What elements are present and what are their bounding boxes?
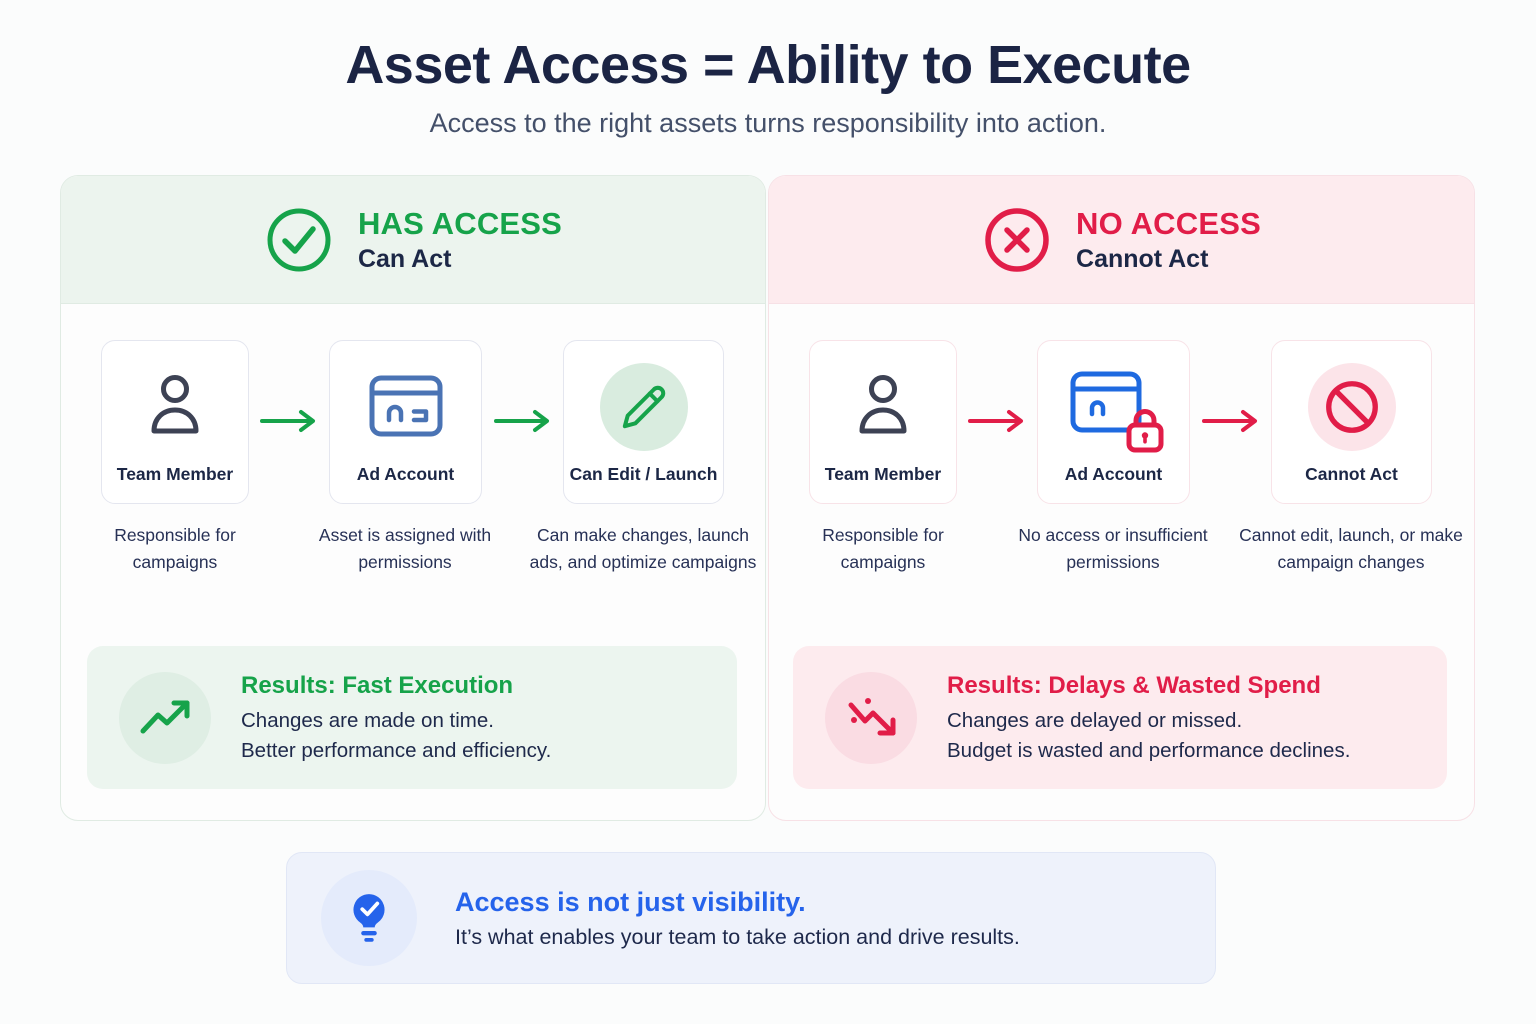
ad-account-icon xyxy=(364,341,448,464)
step-card-label: Team Member xyxy=(116,464,234,484)
step-card-cannot-act: Cannot Act xyxy=(1271,340,1432,504)
callout-title: Access is not just visibility. xyxy=(455,886,806,917)
step-description: No access or insufficient permissions xyxy=(1018,525,1208,573)
step-description: Cannot edit, launch, or make campaign ch… xyxy=(1239,525,1463,573)
result-line: Changes are made on time. xyxy=(241,709,494,732)
has-access-panel: HAS ACCESS Can Act Team Member xyxy=(60,175,766,821)
no-access-title: NO ACCESS xyxy=(1076,205,1261,241)
result-box-fast-execution: Results: Fast Execution Changes are made… xyxy=(87,646,737,789)
pencil-icon xyxy=(599,362,688,451)
result-title: Results: Delays & Wasted Spend xyxy=(947,672,1321,699)
result-title: Results: Fast Execution xyxy=(241,672,514,699)
result-box-delays-wasted-spend: Results: Delays & Wasted Spend Changes a… xyxy=(793,646,1447,789)
no-access-panel: NO ACCESS Cannot Act Team Member xyxy=(768,175,1475,821)
result-line: Budget is wasted and performance decline… xyxy=(947,739,1351,762)
ad-account-locked-icon xyxy=(1068,370,1163,452)
step-card-team-member: Team Member xyxy=(101,340,249,504)
check-circle-icon xyxy=(264,205,334,275)
trending-up-icon xyxy=(119,671,211,764)
no-access-subtitle: Cannot Act xyxy=(1076,244,1209,273)
no-access-header: NO ACCESS Cannot Act xyxy=(769,176,1474,304)
has-access-subtitle: Can Act xyxy=(357,244,452,273)
person-icon xyxy=(844,341,922,464)
step-card-ad-account-locked: Ad Account xyxy=(1037,340,1190,504)
step-description: Responsible for campaigns xyxy=(822,525,944,573)
lightbulb-icon xyxy=(321,870,417,966)
step-card-label: Cannot Act xyxy=(1305,464,1398,484)
arrow-right-icon xyxy=(259,408,321,434)
arrow-right-icon xyxy=(967,408,1029,434)
arrow-right-icon xyxy=(1201,408,1263,434)
step-card-label: Ad Account xyxy=(356,464,455,484)
result-line: Changes are delayed or missed. xyxy=(947,709,1243,732)
callout-box: Access is not just visibility. It’s what… xyxy=(286,852,1216,984)
trending-down-icon xyxy=(825,671,917,764)
has-access-title: HAS ACCESS xyxy=(357,205,563,241)
arrow-right-icon xyxy=(493,408,555,434)
page-title: Asset Access = Ability to Execute xyxy=(345,35,1191,95)
callout-body: It’s what enables your team to take acti… xyxy=(455,924,1020,949)
page-subtitle: Access to the right assets turns respons… xyxy=(429,108,1107,138)
step-card-label: Can Edit / Launch xyxy=(569,464,718,484)
step-description: Can make changes, launch ads, and optimi… xyxy=(529,525,757,573)
result-line: Better performance and efficiency. xyxy=(241,739,552,762)
person-icon xyxy=(136,341,214,464)
step-card-can-edit-launch: Can Edit / Launch xyxy=(563,340,724,504)
x-circle-icon xyxy=(982,205,1052,275)
ban-icon xyxy=(1307,362,1396,451)
step-card-team-member: Team Member xyxy=(809,340,957,504)
step-description: Asset is assigned with permissions xyxy=(318,525,492,573)
step-card-label: Team Member xyxy=(824,464,942,484)
has-access-header: HAS ACCESS Can Act xyxy=(61,176,765,304)
step-card-label: Ad Account xyxy=(1064,464,1163,484)
step-description: Responsible for campaigns xyxy=(114,525,236,573)
step-card-ad-account: Ad Account xyxy=(329,340,482,504)
lock-icon xyxy=(1122,404,1168,454)
